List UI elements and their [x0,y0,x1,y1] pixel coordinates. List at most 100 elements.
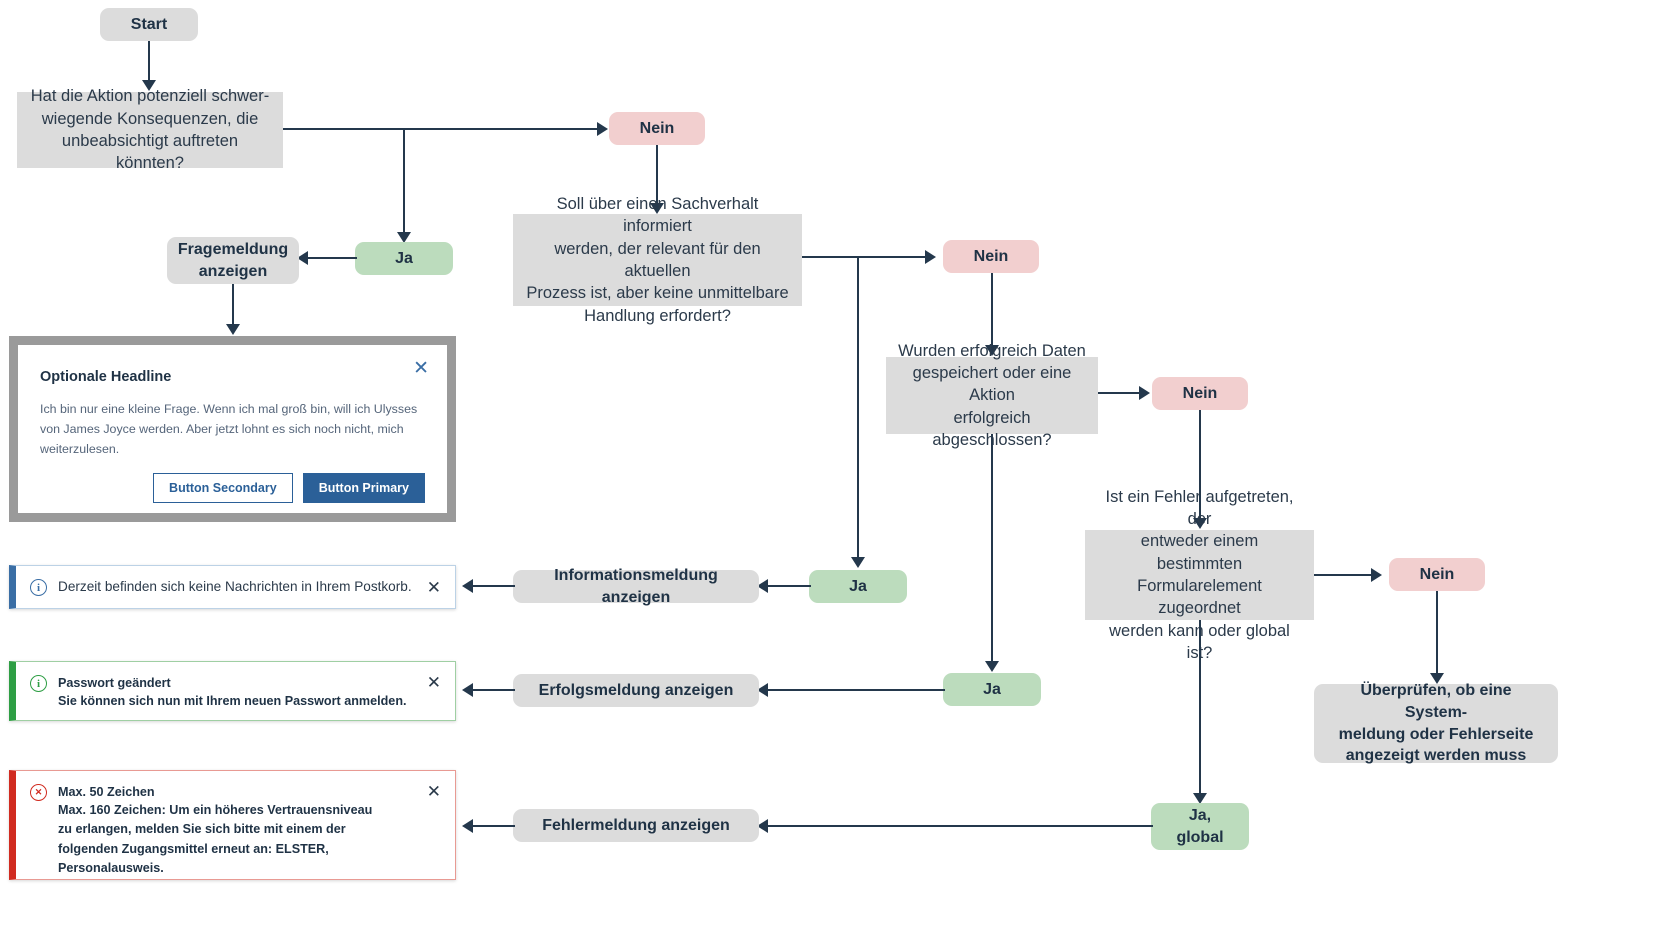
connector-fehler-to-alert [464,825,515,827]
close-icon[interactable]: ✕ [426,673,441,692]
dialog-mockup: Optionale Headline ✕ Ich bin nur eine kl… [9,336,456,522]
node-q2-no: Nein [943,240,1039,273]
arrow-nein4-to-end [1430,673,1444,684]
alert-success-description: Sie können sich nun mit Ihrem neuen Pass… [58,694,407,709]
dialog-actions: Button Secondary Button Primary [40,459,425,504]
node-start: Start [100,8,198,41]
node-action-informationsmeldung: Informationsmeldung anzeigen [513,567,759,606]
node-start-label: Start [130,15,168,33]
connector-q1-to-nein [283,128,605,130]
arrow-info-to-alert [462,579,473,593]
arrow-nein3-to-q4 [1193,518,1207,529]
node-q3-no: Nein [1152,377,1248,410]
node-action-informationsmeldung-label: Informationsmeldung anzeigen [554,566,718,606]
node-q3-yes-label: Ja [983,680,1001,698]
arrow-nein1-to-q2 [650,203,664,214]
node-q1-yes: Ja [355,242,453,275]
connector-q3-to-nein [1098,392,1144,394]
connector-ja4-to-fehler [759,825,1153,827]
arrow-nein2-to-q3 [985,345,999,356]
dialog-headline: Optionale Headline [40,369,172,385]
node-action-erfolgsmeldung-label: Erfolgsmeldung anzeigen [538,681,734,699]
arrow-erfolg-to-alert [462,683,473,697]
node-q4-yes-label: Ja, global [1176,806,1224,846]
error-circle-icon: ✕ [30,784,47,801]
close-icon[interactable]: ✕ [426,782,441,801]
node-question-2: Soll über einen Sachverhalt informiert w… [513,195,802,325]
node-q2-yes: Ja [809,570,907,603]
arrow-ja4-to-fehler [757,819,768,833]
node-question-4-label: Ist ein Fehler aufgetreten, der entweder… [1105,487,1294,662]
connector-q1-to-ja [403,128,405,236]
connector-nein3-to-q4 [1199,410,1201,522]
button-secondary[interactable]: Button Secondary [153,473,293,504]
node-q3-yes: Ja [943,673,1041,706]
connector-q4-to-ja [1199,620,1201,796]
arrow-q3-to-nein [1139,386,1150,400]
arrow-q4-to-ja [1193,793,1207,804]
alert-info-message: Derzeit befinden sich keine Nachrichten … [58,579,412,595]
connector-frage-to-dialog [232,284,234,328]
alert-error-title: Max. 50 Zeichen [58,785,155,799]
alert-success-title: Passwort geändert [58,676,171,690]
arrow-start-to-q1 [142,80,156,91]
connector-q3-to-ja [991,434,993,664]
arrow-q1-to-nein [597,122,608,136]
connector-nein2-to-q3 [991,273,993,349]
node-end-systemmeldung-label: Überprüfen, ob eine System- meldung oder… [1338,682,1534,765]
info-circle-icon: i [30,579,47,596]
node-action-fragemeldung-label: Fragemeldung anzeigen [177,240,289,280]
info-circle-icon: i [30,675,47,692]
dialog-body-text: Ich bin nur eine kleine Frage. Wenn ich … [40,402,418,457]
node-question-1-label: Hat die Aktion potenziell schwer- wiegen… [30,87,270,173]
arrow-ja3-to-erfolg [757,683,768,697]
connector-ja3-to-erfolg [759,689,945,691]
node-question-2-label: Soll über einen Sachverhalt informiert w… [526,195,789,325]
node-action-fehlermeldung: Fehlermeldung anzeigen [513,809,759,842]
arrow-q3-to-ja [985,661,999,672]
connector-start-to-q1 [148,41,150,83]
arrow-q4-to-nein [1371,568,1382,582]
node-action-fragemeldung: Fragemeldung anzeigen [167,237,299,284]
connector-ja2-to-info [759,585,811,587]
connector-q2-to-nein [802,256,932,258]
node-q2-yes-label: Ja [849,577,867,595]
node-action-erfolgsmeldung: Erfolgsmeldung anzeigen [513,674,759,707]
node-question-1: Hat die Aktion potenziell schwer- wiegen… [17,87,283,172]
connector-nein4-to-end [1436,591,1438,677]
arrow-ja1-to-frage [297,251,308,265]
node-q4-no-label: Nein [1419,565,1455,583]
arrow-ja2-to-info [757,579,768,593]
node-q2-no-label: Nein [973,247,1009,265]
node-end-systemmeldung: Überprüfen, ob eine System- meldung oder… [1314,682,1558,764]
close-icon[interactable]: ✕ [426,577,441,597]
button-primary[interactable]: Button Primary [302,473,425,504]
arrow-frage-to-dialog [226,324,240,335]
connector-q2-to-ja [857,256,859,560]
alert-success: i Passwort geändert Sie können sich nun … [9,661,456,721]
alert-error: ✕ Max. 50 Zeichen Max. 160 Zeichen: Um e… [9,770,456,880]
dialog-inner: Optionale Headline ✕ Ich bin nur eine kl… [18,345,447,513]
alert-error-text: Max. 50 Zeichen Max. 160 Zeichen: Um ein… [58,783,417,878]
arrow-fehler-to-alert [462,819,473,833]
alert-success-text: Passwort geändert Sie können sich nun mi… [58,674,417,711]
alert-error-description: Max. 160 Zeichen: Um ein höheres Vertrau… [58,803,373,875]
node-question-4: Ist ein Fehler aufgetreten, der entweder… [1085,488,1314,662]
connector-ja1-to-frage [299,257,357,259]
node-question-3-label: Wurden erfolgreich Daten gespeichert ode… [898,341,1086,449]
close-icon[interactable]: ✕ [413,358,429,379]
node-question-3: Wurden erfolgreich Daten gespeichert ode… [886,342,1098,449]
node-q4-yes: Ja, global [1151,803,1249,850]
arrow-q2-to-ja [851,557,865,568]
node-action-fehlermeldung-label: Fehlermeldung anzeigen [542,816,730,834]
connector-q4-to-nein [1314,574,1376,576]
node-q1-yes-label: Ja [395,249,413,267]
arrow-q1-to-ja [397,232,411,243]
node-q3-no-label: Nein [1182,384,1218,402]
connector-info-to-alert [464,585,515,587]
connector-nein1-to-q2 [656,145,658,207]
arrow-q2-to-nein [925,250,936,264]
node-q1-no-label: Nein [639,119,675,137]
connector-erfolg-to-alert [464,689,515,691]
